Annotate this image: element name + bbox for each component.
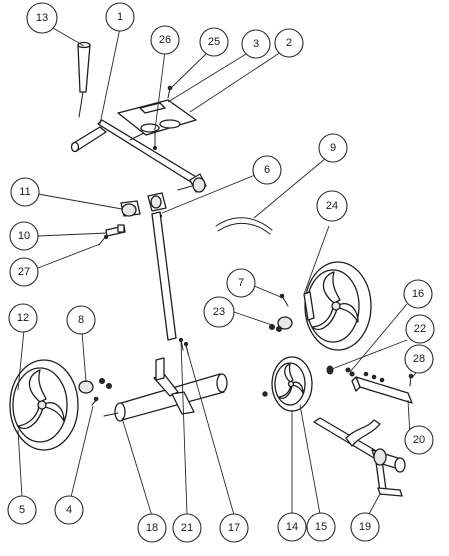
part-12-left-wheel [9,359,79,451]
svg-text:24: 24 [326,200,338,212]
callout-26: 26 [150,25,180,55]
part-11-bushing [120,200,141,217]
callout-16: 16 [403,279,433,309]
svg-text:12: 12 [17,312,29,324]
part-16-washer [345,367,355,377]
part-18-axle-chassis [103,357,228,422]
svg-text:4: 4 [66,504,72,516]
callout-5: 5 [7,495,37,525]
svg-text:16: 16 [412,288,424,300]
callout-23: 23 [203,296,235,328]
callout-11: 11 [10,177,40,207]
callout-14: 14 [277,512,307,542]
part-4-screw [91,396,99,406]
svg-text:26: 26 [159,34,171,46]
svg-text:2: 2 [286,37,292,49]
part-26-screw [153,127,157,150]
svg-text:9: 9 [330,142,336,154]
svg-text:6: 6 [264,164,270,176]
callout-19: 19 [350,512,380,542]
callout-6: 6 [252,155,282,185]
part-19-front-fork [313,417,406,497]
svg-text:25: 25 [208,36,220,48]
part-22-nut [326,365,334,375]
svg-text:20: 20 [413,434,425,446]
svg-text:11: 11 [19,186,30,198]
callout-9: 9 [318,133,348,163]
part-23-hub [269,316,293,332]
callout-21: 21 [172,513,202,543]
part-20-bracket [351,371,413,404]
callout-2: 2 [274,28,304,58]
part-1-handle-frame [70,119,207,193]
callout-20: 20 [404,425,434,455]
callout-18: 18 [137,513,167,543]
callout-7: 7 [226,268,256,298]
callout-25: 25 [199,27,229,57]
callout-17: 17 [219,513,249,543]
part-9-spring-clip [215,217,273,235]
callout-24: 24 [316,190,348,222]
svg-text:15: 15 [315,521,327,533]
svg-text:8: 8 [78,314,84,326]
part-14-front-wheel [262,356,313,412]
callout-10: 10 [9,221,39,251]
svg-text:28: 28 [413,353,425,365]
svg-text:1: 1 [117,11,123,23]
part-8-hub [78,378,112,394]
callout-13: 13 [26,2,58,34]
svg-text:27: 27 [18,266,30,278]
callout-12: 12 [8,303,38,333]
svg-text:22: 22 [414,323,426,335]
callout-28: 28 [404,344,434,374]
svg-text:13: 13 [36,12,48,24]
svg-text:23: 23 [213,306,225,318]
part-7-screw [279,293,289,307]
part-28-screw [408,373,414,387]
callout-27: 27 [9,257,39,287]
part-25-screw [167,85,173,99]
callout-15: 15 [306,512,336,542]
part-21-screw [178,337,184,351]
part-13-grip [77,41,91,118]
svg-text:7: 7 [238,277,244,289]
leader-lines [17,27,419,517]
callout-22: 22 [405,314,435,344]
svg-text:3: 3 [253,38,259,50]
part-main-tube [151,211,177,341]
svg-text:17: 17 [228,522,240,534]
svg-text:18: 18 [146,522,158,534]
callout-4: 4 [54,495,84,525]
svg-text:19: 19 [359,521,371,533]
svg-text:14: 14 [286,521,298,533]
callout-3: 3 [241,29,271,59]
svg-text:21: 21 [181,522,193,534]
callout-8: 8 [66,305,96,335]
callout-1: 1 [105,2,135,32]
svg-text:10: 10 [18,230,30,242]
part-10-bolt [105,224,126,237]
svg-text:5: 5 [19,504,25,516]
part-27-screw [98,234,109,246]
part-24-right-wheel [303,261,372,351]
